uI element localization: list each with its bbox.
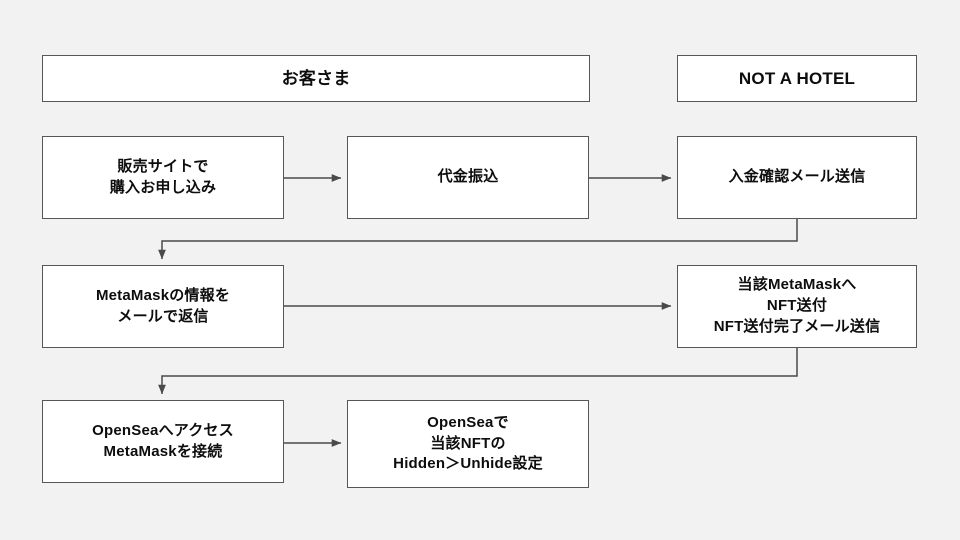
- step-box-nft-transfer-text: 当該MetaMaskへ NFT送付 NFT送付完了メール送信: [713, 276, 881, 335]
- step-box-metamask-reply-text: MetaMaskの情報を メールで返信: [95, 286, 231, 325]
- lane-header-customer-text: お客さま: [281, 68, 351, 88]
- step-box-opensea-unhide: OpenSeaで 当該NFTの Hidden＞Unhide設定: [347, 400, 589, 488]
- lane-header-customer: お客さま: [42, 55, 590, 102]
- lane-header-not-a-hotel-text: NOT A HOTEL: [738, 68, 856, 88]
- step-box-metamask-reply: MetaMaskの情報を メールで返信: [42, 265, 284, 348]
- step-box-payment: 代金振込: [347, 136, 589, 219]
- connector-sendnft-to-opensea: [158, 348, 798, 395]
- step-box-opensea-unhide-text: OpenSeaで 当該NFTの Hidden＞Unhide設定: [393, 413, 543, 473]
- step-box-purchase-text: 販売サイトで 購入お申し込み: [109, 157, 217, 196]
- lane-header-not-a-hotel: NOT A HOTEL: [677, 55, 917, 102]
- step-box-payment-confirmation-mail: 入金確認メール送信: [677, 136, 917, 219]
- step-box-opensea-connect: OpenSeaへアクセス MetaMaskを接続: [42, 400, 284, 483]
- step-box-payment-confirmation-mail-text: 入金確認メール送信: [728, 168, 866, 186]
- step-box-purchase: 販売サイトで 購入お申し込み: [42, 136, 284, 219]
- step-box-opensea-connect-text: OpenSeaへアクセス MetaMaskを接続: [92, 421, 234, 460]
- connector-confirm-to-metamask: [158, 219, 798, 260]
- step-box-nft-transfer: 当該MetaMaskへ NFT送付 NFT送付完了メール送信: [677, 265, 917, 348]
- step-box-payment-text: 代金振込: [437, 168, 499, 186]
